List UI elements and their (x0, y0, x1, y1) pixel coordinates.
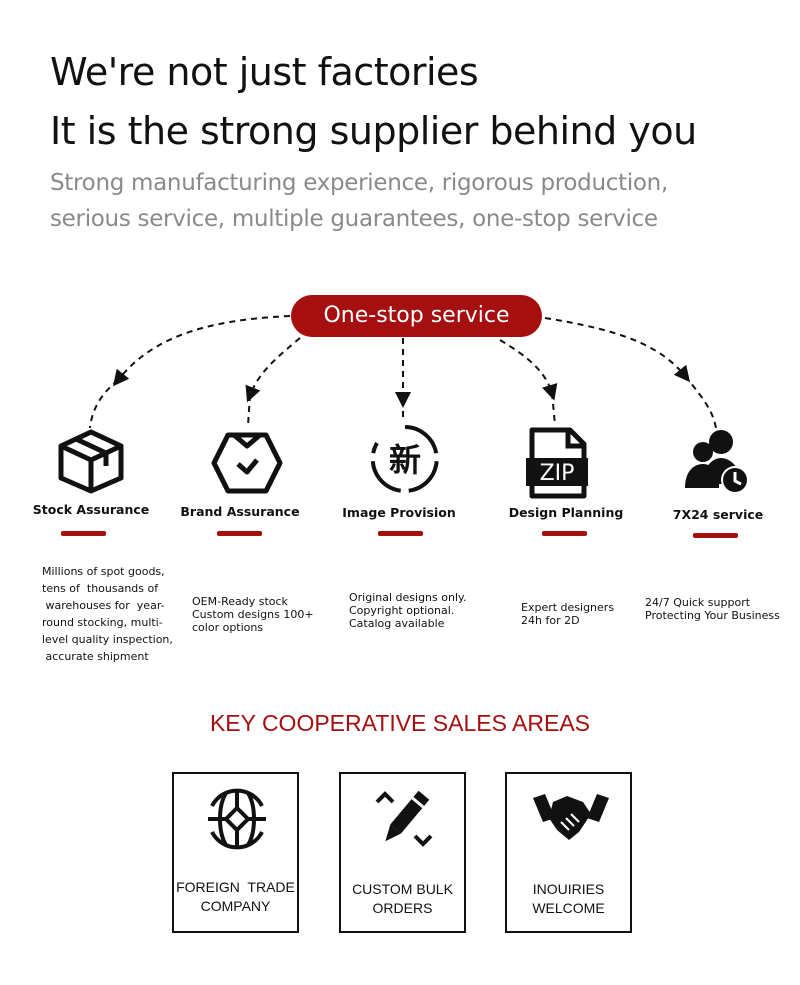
support-users-clock-icon (685, 430, 749, 494)
globe-icon (208, 788, 266, 850)
pencil-icon (375, 790, 433, 847)
service-description-7x24-service: 24/7 Quick support Protecting Your Busin… (645, 596, 780, 622)
service-title-design-planning: Design Planning (508, 505, 624, 520)
service-title-brand-assurance: Brand Assurance (180, 504, 300, 519)
service-title-7x24-service: 7X24 service (672, 507, 764, 522)
key-area-label: INOUIRIES WELCOME (532, 881, 605, 916)
handshake-icon (533, 794, 609, 840)
service-underline (61, 531, 106, 536)
key-area-card-custom-bulk: CUSTOM BULK ORDERS (339, 772, 466, 933)
new-character-icon: 新 (370, 425, 439, 493)
service-description-brand-assurance: OEM-Ready stock Custom designs 100+ colo… (192, 595, 314, 634)
key-areas-title: KEY COOPERATIVE SALES AREAS (209, 710, 591, 736)
service-title-image-provision: Image Provision (342, 505, 456, 520)
key-area-card-inquiries: INOUIRIES WELCOME (505, 772, 632, 933)
service-description-design-planning: Expert designers 24h for 2D (521, 601, 615, 627)
one-stop-service-hub: One-stop service (291, 295, 542, 337)
service-title-stock-assurance: Stock Assurance (32, 502, 150, 517)
zip-glyph: ZIP (540, 461, 575, 486)
zip-file-icon: ZIP (526, 427, 588, 499)
service-description-image-provision: Original designs only. Copyright optiona… (349, 591, 467, 630)
service-underline (542, 531, 587, 536)
new-character-glyph: 新 (389, 441, 421, 479)
service-underline (693, 533, 738, 538)
box-icon (58, 429, 124, 494)
key-area-card-foreign-trade: FOREIGN TRADE COMPANY (172, 772, 299, 933)
subheadline-line-2: serious service, multiple guarantees, on… (50, 206, 658, 232)
brand-badge-icon (211, 432, 283, 494)
headline-line-1: We're not just factories (50, 50, 479, 94)
key-area-label: CUSTOM BULK ORDERS (352, 881, 453, 916)
subheadline-line-1: Strong manufacturing experience, rigorou… (50, 170, 668, 196)
key-area-label: FOREIGN TRADE COMPANY (176, 879, 295, 914)
service-underline (217, 531, 262, 536)
service-description-stock-assurance: Millions of spot goods, tens of thousand… (42, 565, 173, 663)
service-underline (378, 531, 423, 536)
headline-line-2: It is the strong supplier behind you (50, 109, 697, 153)
